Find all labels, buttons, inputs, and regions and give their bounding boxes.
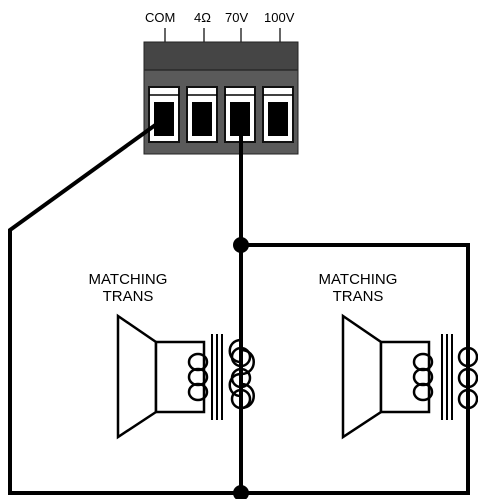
- speaker-right-label-line2: TRANS: [333, 288, 384, 305]
- terminal-block-top: [143, 41, 299, 71]
- speaker-left-cone-icon: [116, 313, 158, 440]
- speaker-right-label-line1: MATCHING: [319, 271, 398, 288]
- terminal-block: COM 4Ω 70V 100V: [143, 10, 299, 155]
- terminal-label-100v: 100V: [264, 10, 295, 25]
- terminal-slot-4ohm: [186, 86, 218, 143]
- speaker-right: MATCHING TRANS: [319, 271, 478, 440]
- terminal-slot-100v: [262, 86, 294, 143]
- speaker-left-label-line2: TRANS: [103, 288, 154, 305]
- terminal-label-70v: 70V: [225, 10, 248, 25]
- speaker-right-cone-icon: [341, 313, 383, 440]
- speaker-left-voice-coil-icon: [187, 352, 209, 402]
- speaker-right-transformer-coil-icon: [457, 346, 478, 410]
- junction-dot-top: [233, 237, 249, 253]
- speaker-right-voice-coil-icon: [412, 352, 434, 402]
- terminal-label-com: COM: [145, 10, 175, 25]
- speaker-right-magnet-icon: [379, 340, 431, 414]
- speaker-left-label-line1: MATCHING: [89, 271, 168, 288]
- terminal-label-4ohm: 4Ω: [194, 10, 211, 25]
- speaker-left-magnet-icon: [154, 340, 206, 414]
- com-wire: [8, 115, 470, 495]
- terminal-slot-com: [148, 86, 180, 143]
- wiring: [8, 115, 470, 499]
- speaker-left-transformer-coil-icon: [228, 338, 255, 410]
- junction-dot-bottom: [233, 485, 249, 499]
- speaker-left: MATCHING TRANS: [89, 271, 255, 440]
